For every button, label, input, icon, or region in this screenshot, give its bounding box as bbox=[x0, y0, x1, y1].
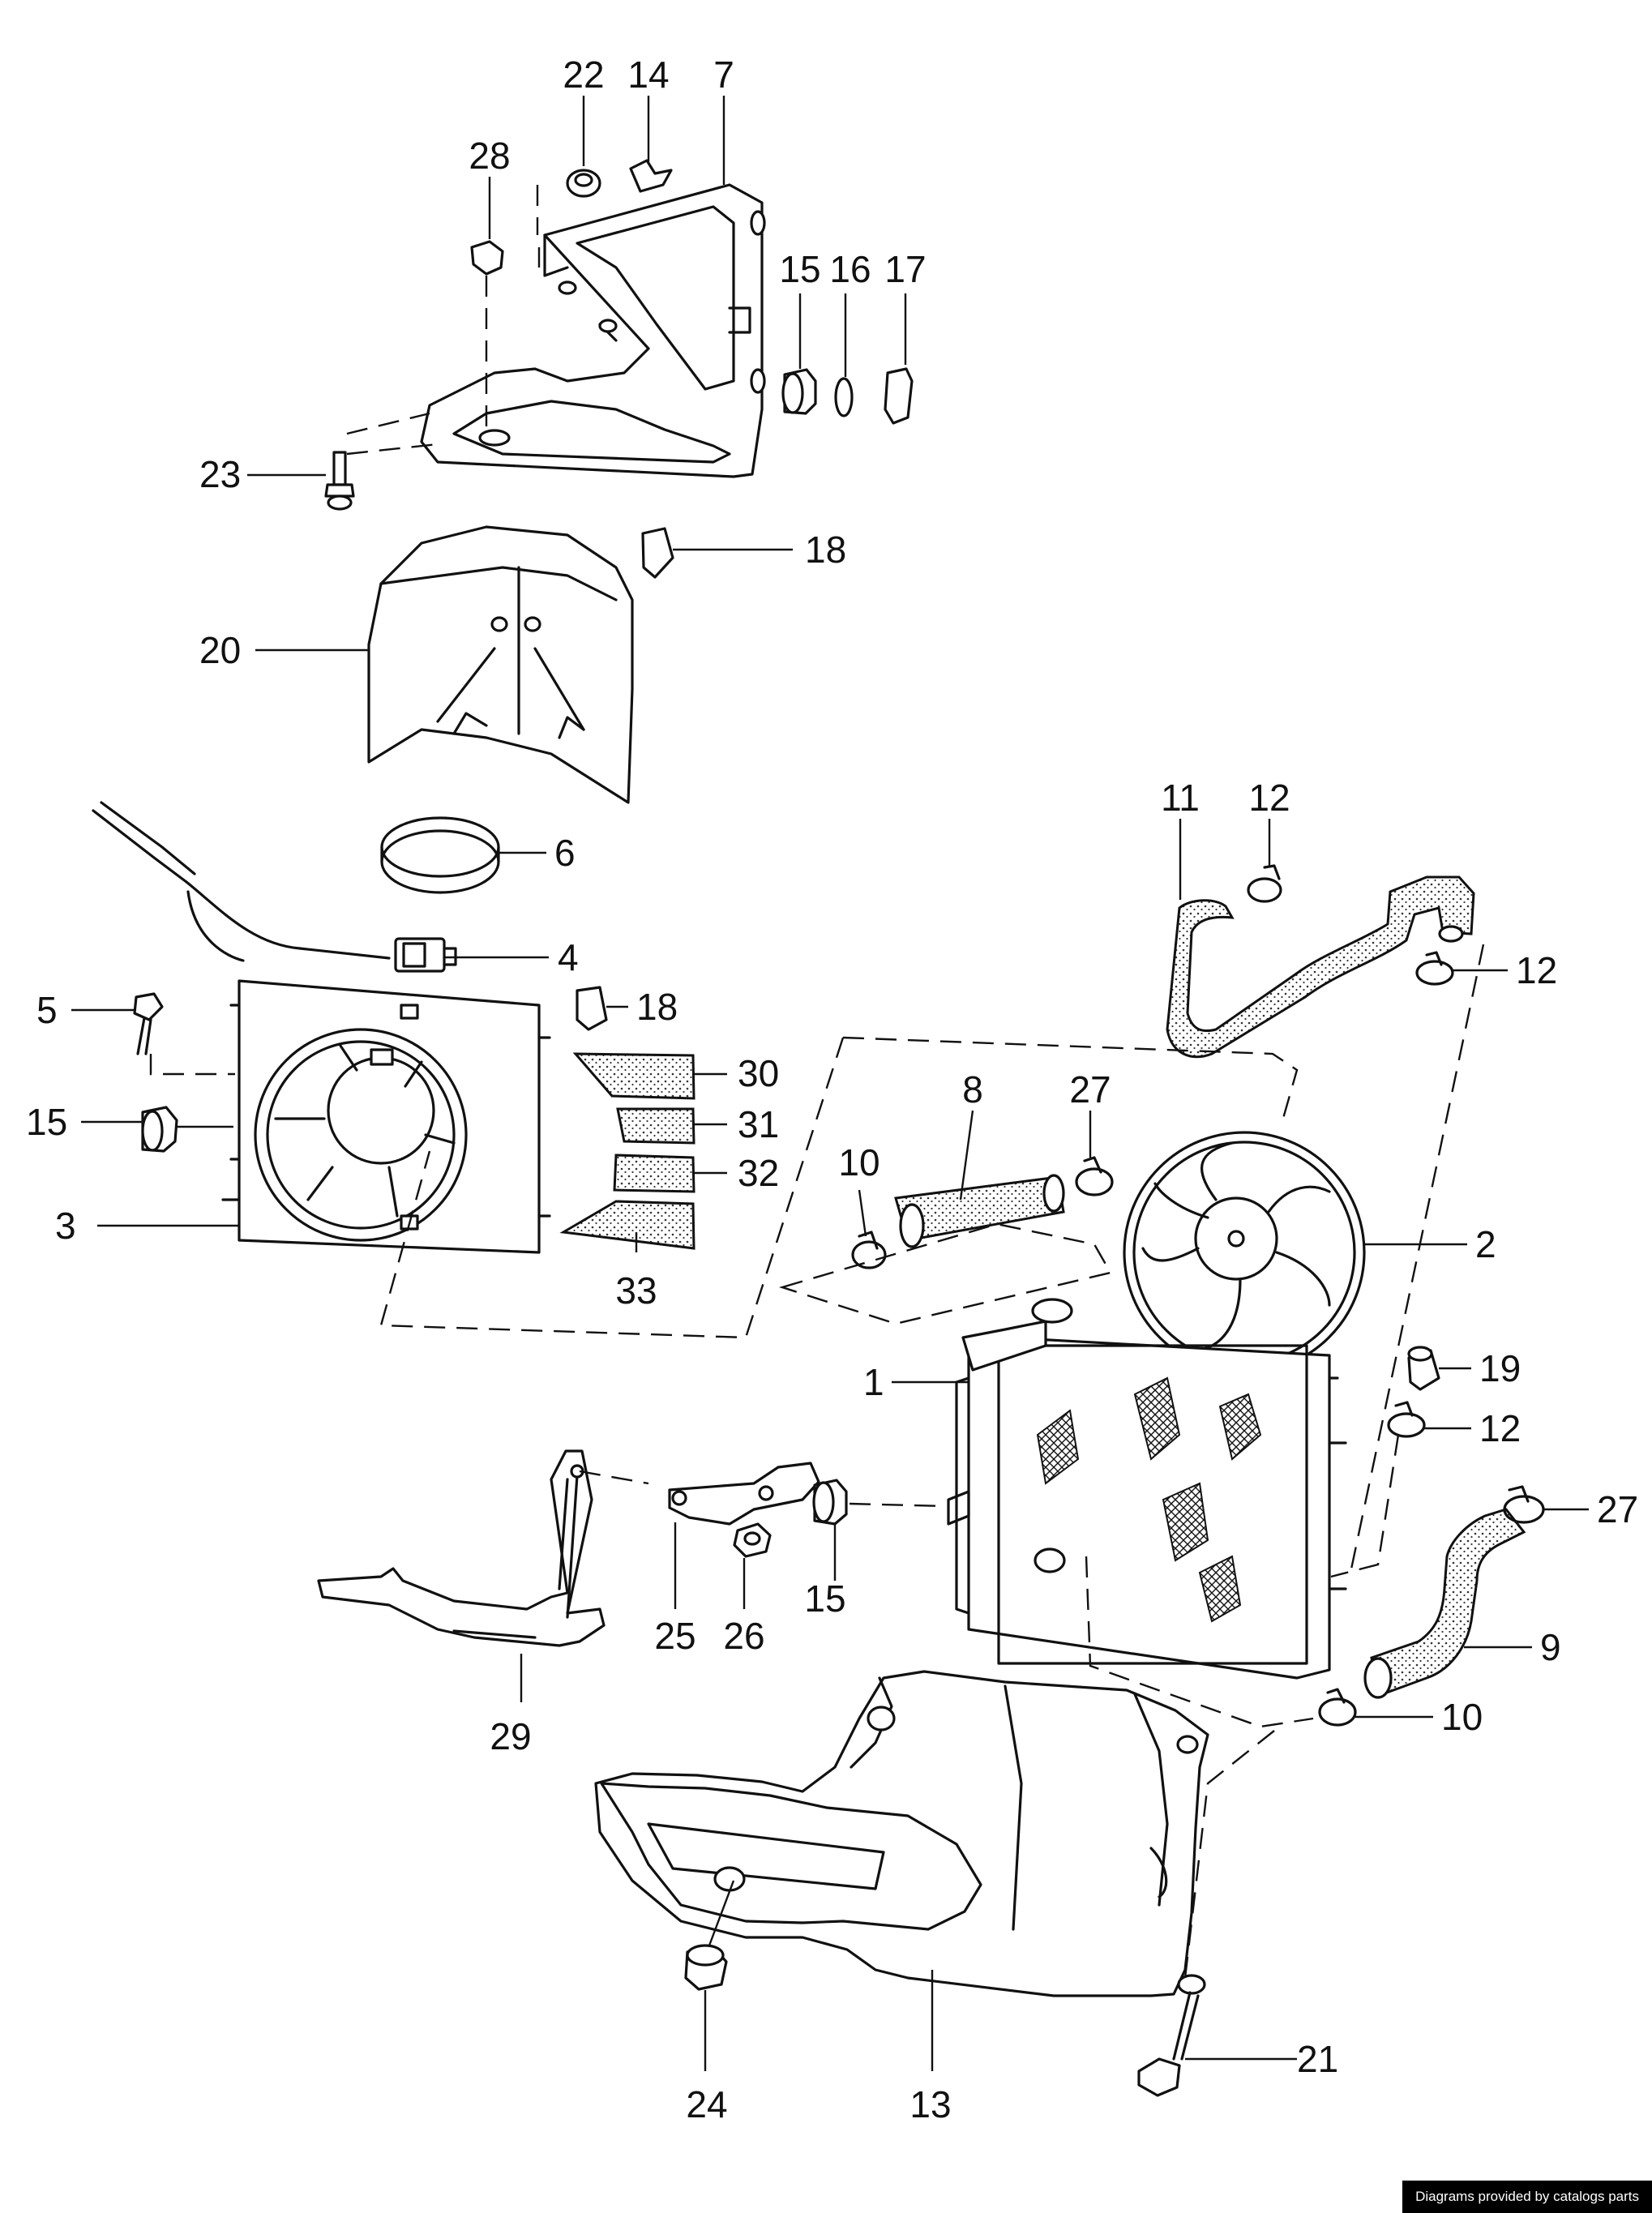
screw-part-21 bbox=[1137, 1974, 1206, 2097]
bolt-part-5 bbox=[133, 992, 164, 1055]
nut-part-22 bbox=[566, 169, 601, 198]
callout-label: 4 bbox=[558, 936, 579, 978]
callout-label: 15 bbox=[804, 1577, 845, 1620]
clip-part-14 bbox=[629, 159, 673, 193]
hose-part-11 bbox=[1166, 875, 1475, 1059]
seal-part-30 bbox=[572, 1052, 695, 1100]
hose-part-9 bbox=[1363, 1508, 1526, 1699]
callout-label: 24 bbox=[686, 2083, 727, 2125]
credit-banner: Diagrams provided by catalogs parts bbox=[1402, 2181, 1652, 2213]
callout-label: 27 bbox=[1597, 1488, 1638, 1530]
callout-label: 18 bbox=[636, 986, 678, 1028]
callout-label: 23 bbox=[199, 453, 241, 495]
callout-label: 12 bbox=[1516, 949, 1557, 991]
clamp-part-10-lower bbox=[1318, 1688, 1357, 1727]
callout-label: 20 bbox=[199, 629, 241, 671]
radiator-part-1 bbox=[947, 1298, 1347, 1680]
clamp-part-10-upper bbox=[851, 1231, 887, 1269]
callout-labels: 22 14 7 28 15 16 17 23 18 20 11 12 6 12 … bbox=[26, 54, 1638, 2125]
callout-label: 18 bbox=[805, 529, 846, 571]
assembly-lines bbox=[149, 185, 1485, 1979]
callout-label: 19 bbox=[1479, 1347, 1521, 1389]
callout-label: 22 bbox=[563, 54, 604, 96]
grommet-part-15-top bbox=[781, 368, 817, 415]
leader-lines bbox=[71, 96, 1589, 2071]
callout-label: 7 bbox=[713, 54, 734, 96]
clamp-part-12-b bbox=[1415, 951, 1454, 986]
oring-part-16 bbox=[834, 377, 854, 417]
connector-part-4 bbox=[394, 937, 457, 973]
callout-label: 10 bbox=[838, 1141, 879, 1184]
seal-part-32 bbox=[613, 1154, 695, 1193]
seal-part-31 bbox=[616, 1107, 695, 1145]
clip-part-18-mid bbox=[576, 986, 608, 1031]
clip-part-17 bbox=[884, 367, 914, 425]
plug-part-24 bbox=[684, 1944, 728, 1991]
clip-part-18-top bbox=[641, 527, 674, 579]
callout-label: 27 bbox=[1069, 1068, 1111, 1111]
fan-part-2 bbox=[1123, 1131, 1366, 1374]
bracket-part-7 bbox=[420, 183, 766, 478]
callout-label: 8 bbox=[962, 1068, 983, 1111]
clamp-part-12-a bbox=[1247, 864, 1282, 903]
hose-part-8 bbox=[894, 1174, 1065, 1248]
clamp-part-12-c bbox=[1387, 1401, 1426, 1438]
callout-label: 17 bbox=[884, 248, 926, 290]
grommet-part-15-mid bbox=[812, 1479, 848, 1526]
seal-part-33 bbox=[559, 1200, 695, 1250]
callout-label: 9 bbox=[1540, 1626, 1561, 1668]
seal-ring-part-6 bbox=[380, 816, 500, 894]
callout-label: 5 bbox=[36, 989, 58, 1031]
callout-label: 28 bbox=[469, 135, 510, 177]
callout-label: 1 bbox=[863, 1361, 884, 1403]
grommet-part-15-left bbox=[141, 1106, 178, 1153]
cover-part-20 bbox=[367, 525, 634, 804]
nut-part-26 bbox=[733, 1522, 772, 1558]
callout-label: 15 bbox=[26, 1101, 67, 1143]
callout-label: 31 bbox=[738, 1103, 779, 1145]
fan-shroud-part-3 bbox=[221, 979, 551, 1254]
bracket-part-29 bbox=[317, 1449, 606, 1647]
callout-label: 29 bbox=[490, 1715, 531, 1757]
callout-label: 12 bbox=[1248, 777, 1290, 819]
clamp-part-27-upper bbox=[1075, 1156, 1114, 1196]
callout-label: 12 bbox=[1479, 1407, 1521, 1449]
callout-label: 25 bbox=[654, 1615, 695, 1657]
callout-label: 33 bbox=[615, 1269, 657, 1312]
wiring-harness bbox=[92, 801, 391, 962]
air-duct-part-13 bbox=[594, 1670, 1209, 1997]
callout-label: 3 bbox=[55, 1205, 76, 1247]
bolt-part-23 bbox=[324, 451, 355, 511]
cap-part-19 bbox=[1407, 1346, 1440, 1391]
callout-label: 6 bbox=[554, 832, 576, 874]
bracket-part-25 bbox=[668, 1462, 820, 1526]
callout-label: 32 bbox=[738, 1152, 779, 1194]
callout-label: 2 bbox=[1475, 1223, 1496, 1265]
callout-label: 30 bbox=[738, 1052, 779, 1094]
callout-label: 11 bbox=[1161, 777, 1200, 819]
callout-label: 16 bbox=[829, 248, 871, 290]
callout-label: 15 bbox=[779, 248, 820, 290]
callout-label: 14 bbox=[627, 54, 669, 96]
clip-part-28 bbox=[470, 240, 504, 276]
callout-label: 13 bbox=[909, 2083, 951, 2125]
callout-label: 21 bbox=[1297, 2038, 1338, 2080]
callout-label: 10 bbox=[1441, 1696, 1483, 1738]
callout-label: 26 bbox=[723, 1615, 764, 1657]
